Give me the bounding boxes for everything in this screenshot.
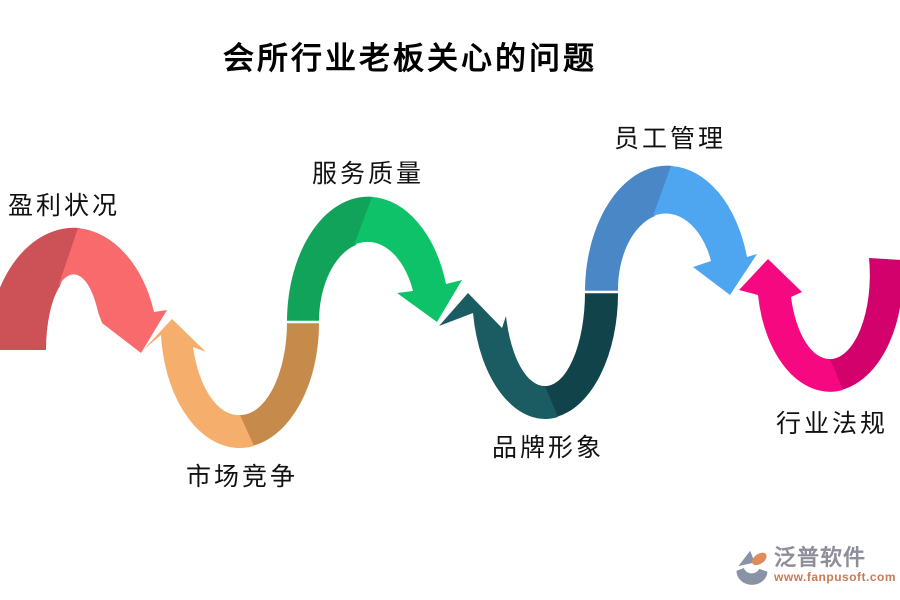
watermark-url-text: www.fanpusoft.com <box>774 570 897 585</box>
arc-brand-front-and-arrow <box>439 293 558 419</box>
arc-market-front-and-arrow <box>143 319 254 449</box>
label-profit-status: 盈利状况 <box>8 193 121 220</box>
watermark: 泛普软件 www.fanpusoft.com <box>732 545 896 594</box>
arc-service-back-half <box>286 196 374 322</box>
label-market-competition: 市场竞争 <box>186 464 299 491</box>
arc-law-front-and-arrow <box>739 259 843 392</box>
arc-staff-front-and-arrow <box>653 166 757 295</box>
label-staff-management: 员工管理 <box>614 126 727 153</box>
arc-profit-front-and-arrow <box>58 228 167 353</box>
watermark-brand-text: 泛普软件 <box>774 545 867 570</box>
arc-market-back-half <box>238 322 320 446</box>
label-brand-image: 品牌形象 <box>492 435 605 462</box>
arc-brand-back-half <box>543 292 619 417</box>
label-industry-regulations: 行业法规 <box>776 411 889 438</box>
label-service-quality: 服务质量 <box>312 161 425 188</box>
arc-profit-back-half <box>0 227 80 350</box>
arc-law-back-half <box>828 258 900 390</box>
arc-staff-back-half <box>584 165 673 292</box>
fanpu-logo-icon <box>736 550 768 585</box>
page-title: 会所行业老板关心的问题 <box>223 41 597 76</box>
arc-service-front-and-arrow <box>354 197 462 322</box>
